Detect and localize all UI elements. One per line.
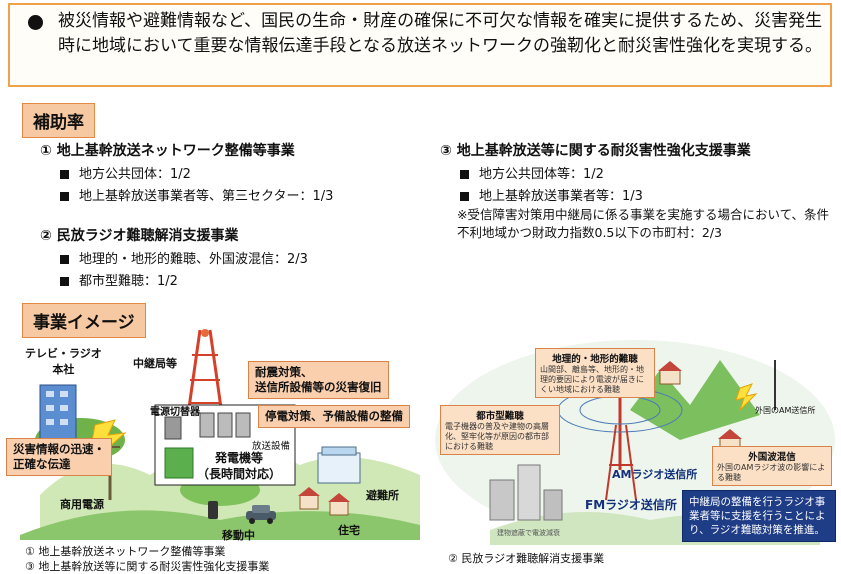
relay-tower-icon xyxy=(186,329,224,416)
subsidy-item3-line: 地上基幹放送事業者等：1/3 xyxy=(460,185,643,204)
switch-icon xyxy=(164,416,182,440)
moving-label: 移動中 xyxy=(222,529,255,542)
callout-relay: 中継局の整備を行うラジオ事業者等に支援を行うことにより、ラジオ難聴対策を推進。 xyxy=(682,490,836,542)
callout-urban: 都市型難聴 電子機器の普及や建物の高層化、堅牢化等が原因の都市部における難聴 xyxy=(440,405,560,455)
subsidy-item1-line: 地方公共団体：1/2 xyxy=(60,163,191,182)
generator-icon xyxy=(164,447,194,479)
city-buildings-icon xyxy=(489,464,563,521)
callout-quake: 耐震対策、 送信所設備等の災害復旧 xyxy=(248,361,389,399)
tv-building xyxy=(39,384,77,446)
generator-label: 発電機等 （長時間対応） xyxy=(197,451,282,481)
intro-box: 被災情報や避難情報など、国民の生命・財産の確保に不可欠な情報を確実に提供するため… xyxy=(8,3,832,87)
subsidy-item3-title: ③ 地上基幹放送等に関する耐災害性強化支援事業 xyxy=(440,143,751,159)
subsidy-item2-title: ② 民放ラジオ難聴解消支援事業 xyxy=(40,228,239,244)
subsidy-item3-note: ※受信障害対策用中継局に係る事業を実施する場合において、条件不利地域かつ財政力指… xyxy=(457,207,829,240)
commercial-power-label: 商用電源 xyxy=(60,498,104,511)
callout-geo: 地理的・地形的難聴 山間部、離島等、地形的・地理的要因により電波が届きにくい地域… xyxy=(535,348,655,398)
fm-small-label: 建物遮蔽で電波減衰 xyxy=(497,529,560,537)
ground-shape xyxy=(20,510,420,540)
left-diagram xyxy=(20,329,420,540)
relay-station-label: 中継局等 xyxy=(133,357,177,370)
subsidy-item2-line: 地理的・地形的難聴、外国波混信：2/3 xyxy=(60,248,308,267)
subsidy-label: 補助率 xyxy=(22,103,95,138)
housing-label: 住宅 xyxy=(338,524,360,537)
bullet-icon xyxy=(28,15,43,30)
am-station-label: AMラジオ送信所 xyxy=(612,468,698,481)
right-caption-2: ② 民放ラジオ難聴解消支援事業 xyxy=(448,552,605,565)
subsidy-item1-line: 地上基幹放送事業者等、第三セクター：1/3 xyxy=(60,185,333,204)
square-bullet-icon xyxy=(60,170,69,179)
car-icon xyxy=(246,505,276,524)
left-caption-1: ① 地上基幹放送ネットワーク整備等事業 xyxy=(25,545,226,558)
callout-power: 停電対策、予備設備の整備 xyxy=(258,405,410,428)
image-label: 事業イメージ xyxy=(22,303,146,338)
subsidy-item1-title: ① 地上基幹放送ネットワーク整備等事業 xyxy=(40,143,295,159)
subsidy-item2-line: 都市型難聴：1/2 xyxy=(60,270,178,289)
tv-radio-label: テレビ・ラジオ 本社 xyxy=(25,347,102,376)
callout-foreign: 外国波混信 外国のAMラジオ波の影響による難聴 xyxy=(712,446,832,486)
subsidy-item3-line: 地方公共団体等：1/2 xyxy=(460,163,604,182)
shelter-label: 避難所 xyxy=(366,489,399,502)
foreign-station-label: 外国のAM送信所 xyxy=(755,406,816,415)
shelter-building-icon xyxy=(317,452,361,484)
square-bullet-icon xyxy=(60,192,69,201)
fm-station-label: FMラジオ送信所 xyxy=(585,498,677,512)
phone-icon xyxy=(208,501,218,519)
interference-icon xyxy=(735,383,758,411)
square-bullet-icon xyxy=(460,192,469,201)
power-switch-label: 電源切替器 xyxy=(150,407,200,418)
broadcast-equipment-label: 放送設備 xyxy=(252,441,291,452)
square-bullet-icon xyxy=(460,170,469,179)
left-caption-3: ③ 地上基幹放送等に関する耐災害性強化支援事業 xyxy=(25,560,270,573)
server-icon xyxy=(199,412,215,438)
square-bullet-icon xyxy=(60,277,69,286)
fm-tower-icon xyxy=(605,424,637,501)
square-bullet-icon xyxy=(60,255,69,264)
intro-text: 被災情報や避難情報など、国民の生命・財産の確保に不可欠な情報を確実に提供するため… xyxy=(58,11,823,56)
house-icon xyxy=(298,487,350,516)
callout-info: 災害情報の迅速・ 正確な伝達 xyxy=(6,438,112,476)
